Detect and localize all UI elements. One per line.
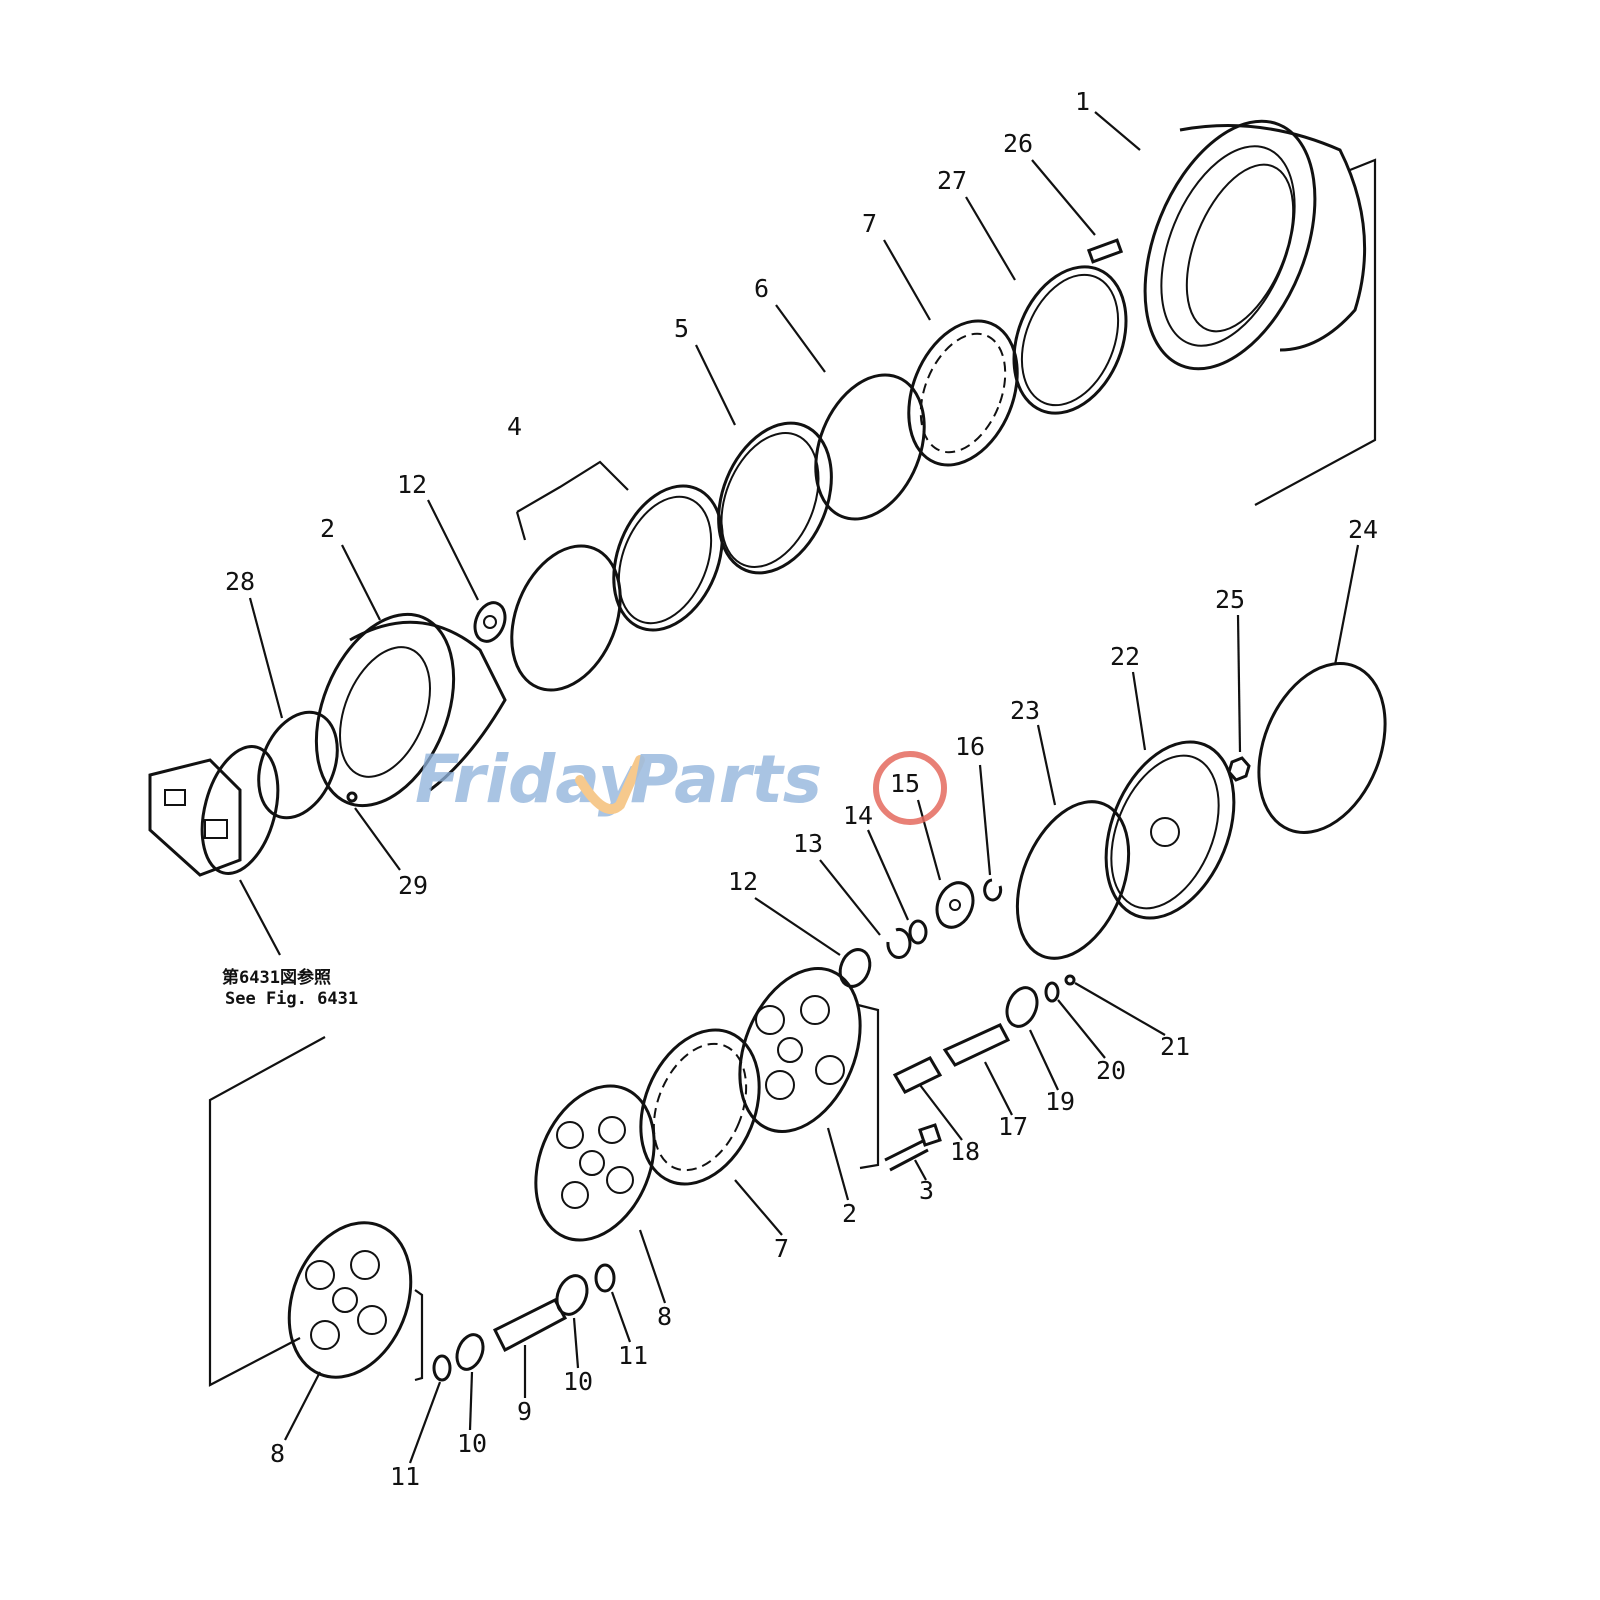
part-motor-block [148,745,280,877]
callout-21: 21 [1160,1032,1190,1061]
part-ring-27 [1012,265,1128,415]
part-carrier-2-lower [738,967,862,1133]
callout-8: 8 [270,1439,285,1468]
callout-29: 29 [398,871,428,900]
callout-12: 12 [728,867,758,896]
part-washer-11 [594,1263,616,1293]
callout-16: 16 [955,732,985,761]
part-bearing-12 [838,948,872,988]
part-gear-8-lower [287,1221,413,1379]
note-see-fig: See Fig. 6431 [225,989,358,1009]
callout-5: 5 [674,314,689,343]
part-bolt-3 [884,1123,942,1172]
callout-2: 2 [842,1199,857,1228]
part-washer-11-lower [432,1354,452,1382]
part-seal-4 [510,484,724,692]
bracket-mid [857,1003,880,1170]
callout-14: 14 [843,801,873,830]
part-ball-29 [346,791,358,803]
callout-23: 23 [1010,696,1040,725]
callout-25: 25 [1215,585,1245,614]
part-plate-23 [1015,800,1131,960]
callout-8: 8 [657,1302,672,1331]
watermark-logo: Friday Parts [415,741,822,818]
callout-3: 3 [919,1176,934,1205]
part-oring-6 [814,373,926,521]
part-shaft-17 [942,1023,1011,1067]
part-ring-20 [1044,981,1060,1003]
part-sleeve-18 [892,1056,943,1094]
highlight-circle [873,751,947,825]
callout-10: 10 [563,1367,593,1396]
part-bearing-12-top [473,601,507,643]
callout-18: 18 [950,1137,980,1166]
callout-10: 10 [457,1429,487,1458]
callout-12: 12 [397,470,427,499]
part-pin-26 [1086,238,1124,264]
callout-6: 6 [754,274,769,303]
callout-labels: 1262776541222829242522231615141312212019… [225,87,1378,1491]
part-oring-28 [257,710,339,820]
watermark-text-parts: Parts [630,741,822,818]
callout-22: 22 [1110,642,1140,671]
part-bearing-19 [1005,986,1039,1028]
part-washer-14 [908,919,928,945]
note-japanese: 第6431図参照 [222,967,331,988]
part-ball-21 [1064,974,1076,986]
part-gear-8 [534,1084,656,1242]
part-bearing-7-lower [639,1028,761,1186]
part-gear-15 [935,881,975,929]
part-ring-5 [717,421,833,575]
bracket-right [1254,158,1377,506]
bracket-left-small [414,1289,424,1382]
callout-20: 20 [1096,1056,1126,1085]
part-bearing-7 [907,319,1019,467]
part-housing-1 [1143,119,1367,371]
callout-9: 9 [517,1397,532,1426]
callout-4: 4 [507,412,522,441]
callout-17: 17 [998,1112,1028,1141]
part-clip-13 [886,928,912,959]
part-bearing-10-lower [455,1333,485,1371]
callout-2: 2 [320,514,335,543]
leader-lines [239,111,1360,1464]
callout-27: 27 [937,166,967,195]
callout-7: 7 [774,1234,789,1263]
part-bearing-10 [555,1274,589,1316]
bracket-left [208,1036,326,1387]
callout-1: 1 [1075,87,1090,116]
part-oring-24 [1257,662,1387,834]
callout-24: 24 [1348,515,1378,544]
callout-19: 19 [1045,1087,1075,1116]
callout-26: 26 [1003,129,1033,158]
callout-28: 28 [225,567,255,596]
part-plate-22 [1104,740,1236,920]
watermark-check-icon [575,755,645,815]
callout-11: 11 [618,1341,648,1370]
part-carrier-2 [314,612,507,808]
callout-7: 7 [862,209,877,238]
part-shaft-9 [492,1298,568,1353]
callout-11: 11 [390,1462,420,1491]
part-clip-16 [983,878,1003,902]
callout-15: 15 [890,769,920,798]
callout-13: 13 [793,829,823,858]
